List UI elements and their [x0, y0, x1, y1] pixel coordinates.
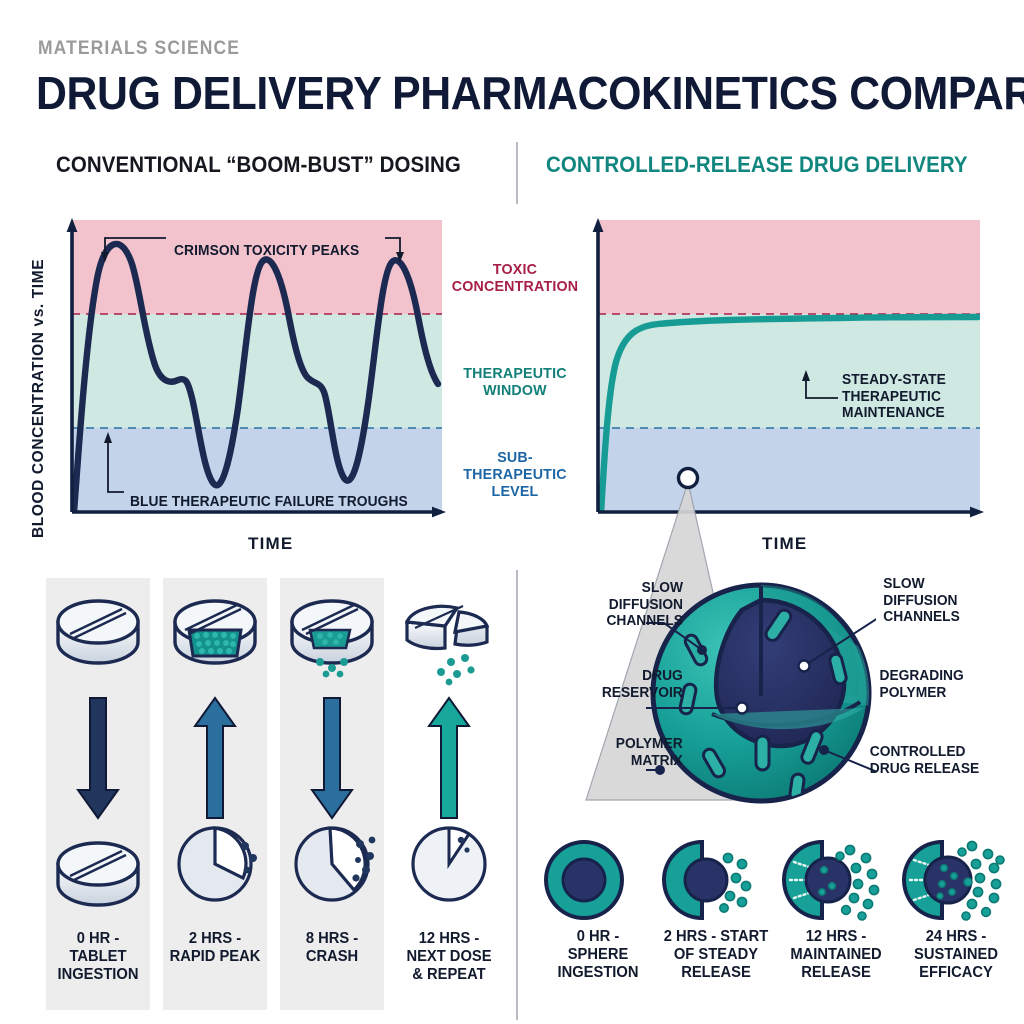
band-therapeutic	[72, 314, 442, 428]
released-particles-2	[835, 844, 880, 921]
pill-stage-2[interactable]: 8 HRS -CRASH	[280, 578, 384, 1016]
tablet-split-releasing-top	[404, 604, 490, 686]
tablet-cutaway-releasing-top	[290, 599, 374, 678]
sphere-core-1	[683, 857, 729, 903]
y-axis-label: BLOOD CONCENTRATION vs. TIME	[30, 258, 47, 538]
conventional-dosing-chart	[62, 212, 452, 532]
right-x-axis-label: TIME	[762, 534, 808, 553]
arrow-up-teal	[427, 696, 471, 819]
troughs-annotation-leader	[107, 440, 124, 493]
pill-stage-1[interactable]: 2 HRS -RAPID PEAK	[163, 578, 267, 1016]
pill-stage-3[interactable]: 12 HRS -NEXT DOSE& REPEAT	[397, 578, 501, 1016]
controlled-release-chart	[588, 212, 988, 532]
callout-dot-polymer-matrix	[655, 765, 665, 775]
band-toxic-right	[598, 220, 980, 314]
magnifier-focus-point	[676, 466, 700, 490]
pill-stage-caption-3: 12 HRS -NEXT DOSE& REPEAT	[406, 930, 492, 983]
kicker-label: MATERIALS SCIENCE	[38, 38, 240, 59]
arrow-up-steel	[193, 696, 237, 819]
released-particles-1	[718, 852, 752, 914]
header-divider	[516, 142, 518, 204]
controlled-release-curve	[598, 313, 980, 512]
pill-stage-caption-2: 8 HRS -CRASH	[305, 930, 359, 965]
arrow-down-navy	[76, 697, 120, 820]
left-x-axis-label: TIME	[248, 534, 294, 553]
tablet-sliver-bottom	[411, 826, 487, 902]
sphere-shell-1	[662, 839, 704, 921]
right-section-heading: CONTROLLED-RELEASE DRUG DELIVERY	[546, 152, 968, 177]
toxicity-peaks-annotation-leader	[104, 237, 401, 255]
pill-stage-caption-1: 2 HRS -RAPID PEAK	[169, 930, 261, 965]
conventional-curve	[72, 240, 442, 512]
tablet-cutaway-full-top	[173, 599, 257, 665]
callout-dot-slow-diffusion-right	[797, 659, 811, 673]
band-subtherapeutic-right	[598, 428, 980, 512]
controlled-release-sphere-diagram	[646, 582, 876, 804]
trough-arrow	[104, 432, 112, 443]
peak-arrow-left	[101, 252, 109, 262]
diffusion-channels	[678, 608, 848, 801]
y-axis-arrow-right	[592, 218, 604, 232]
sphere-core-0	[561, 857, 607, 903]
tablet-wedge-many-particles-bottom	[294, 826, 376, 902]
sphere-core-2	[804, 856, 852, 904]
left-section-heading: CONVENTIONAL “BOOM-BUST” DOSING	[56, 152, 461, 177]
tablet-wedge-few-particles-bottom	[177, 826, 257, 902]
whole-tablet-bottom	[56, 841, 140, 907]
steady-state-annotation-leader	[805, 380, 838, 399]
failure-troughs-annotation: BLUE THERAPEUTIC FAILURE TROUGHS	[130, 494, 408, 510]
band-subtherapeutic	[72, 428, 442, 512]
steady-state-arrow	[802, 370, 810, 381]
band-therapeutic-right	[598, 314, 980, 428]
callout-leaders	[646, 618, 876, 773]
callout-dot-slow-diffusion-left	[697, 645, 707, 655]
page-title: DRUG DELIVERY PHARMACOKINETICS COMPARISO…	[36, 67, 1024, 119]
peak-arrow-right	[396, 252, 404, 262]
x-axis-arrow	[432, 506, 446, 518]
arrow-down-steel	[310, 697, 354, 820]
callout-dot-controlled-release	[819, 745, 829, 755]
bottom-divider	[516, 570, 518, 1020]
released-particles-3	[957, 840, 1005, 921]
callout-dot-drug-reservoir	[735, 701, 749, 715]
whole-tablet-top	[56, 599, 140, 665]
x-axis-arrow-right	[970, 506, 984, 518]
toxicity-peaks-annotation: CRIMSON TOXICITY PEAKS	[174, 243, 360, 259]
y-axis-arrow	[66, 218, 78, 232]
